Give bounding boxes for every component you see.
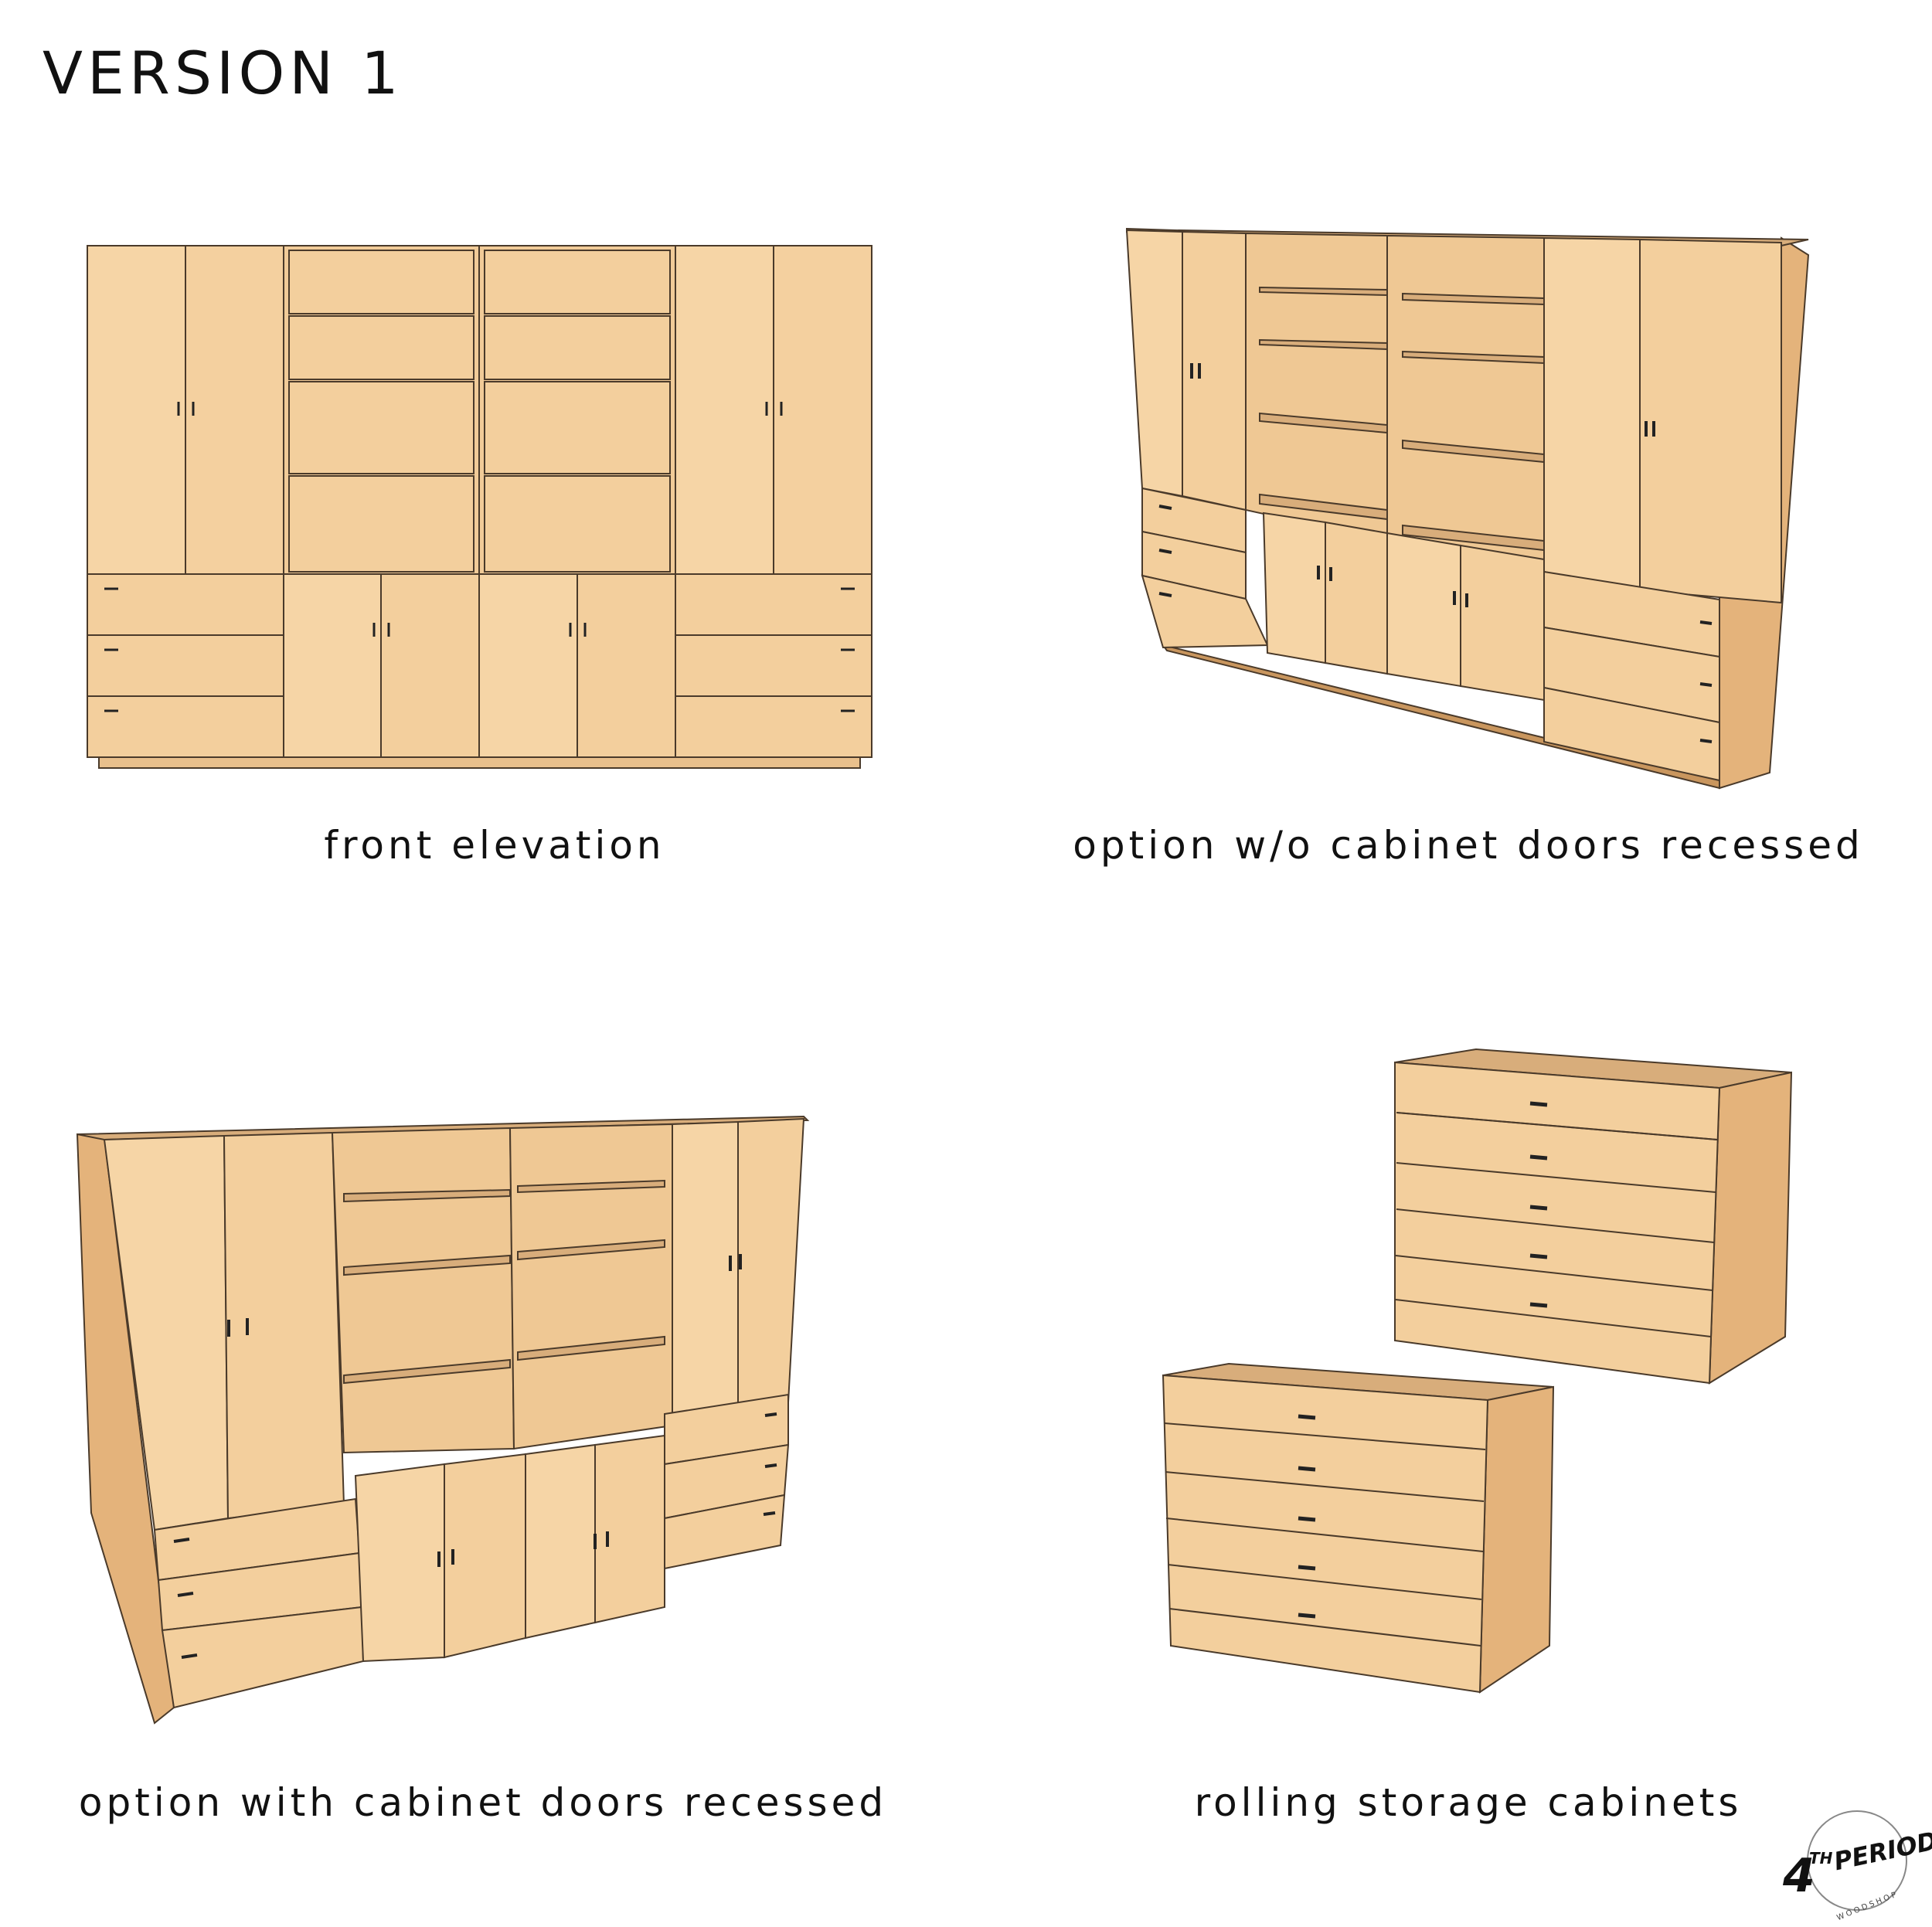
shelf-bay-right [478,245,676,575]
upper-right-door-2 [1639,238,1782,604]
lower-door-2 [380,573,480,758]
left-door-1 [87,245,186,575]
front-cabinet-top [1162,1362,1554,1402]
top-panel [1126,227,1809,247]
lower-door-4 [577,573,676,758]
back-cabinet-top [1394,1048,1792,1089]
drawer-ll-2 [87,634,284,697]
drawer-ll-3 [87,695,284,758]
lower-door-1 [283,573,382,758]
front-cabinet-side [1478,1385,1555,1694]
logo-sub: WOODSHOP [1835,1890,1900,1922]
caption-front-elevation: front elevation [324,823,665,868]
open-bay-left [1245,232,1388,542]
woodshop-logo: 4 TH PERIOD WOODSHOP [1774,1800,1932,1924]
left-door-2 [185,245,284,575]
side-panel [76,1133,175,1725]
plinth [98,755,861,769]
right-door-2 [773,245,872,575]
upper-left-door-2 [1182,230,1247,511]
back-cabinet-front [1394,1061,1721,1385]
cabinet-outline [87,245,872,758]
side-panel [1719,236,1810,790]
shelf-bay-left [283,245,480,575]
caption-rolling-cabinets: rolling storage cabinets [1194,1780,1743,1825]
front-cabinet-front [1162,1374,1489,1694]
upper-right-door-1 [1543,236,1641,592]
logo-word: PERIOD [1832,1826,1932,1876]
upper-left-door-1 [1125,229,1183,498]
logo-ring [1807,1810,1907,1911]
drawer-lr-3 [675,695,872,758]
drawer-lr-2 [675,634,872,697]
drawer-ll-1 [87,573,284,636]
caption-open-option: option w/o cabinet doors recessed [1073,823,1864,868]
caption-recessed-option: option with cabinet doors recessed [78,1780,888,1825]
page-title: VERSION 1 [43,39,403,107]
logo-number: 4 [1782,1849,1815,1903]
back-cabinet-side [1708,1071,1793,1385]
right-door-1 [675,245,774,575]
lower-door-3 [478,573,578,758]
open-bay-right [1386,234,1545,573]
logo-superscript: TH [1809,1849,1833,1868]
drawer-lr-1 [675,573,872,636]
